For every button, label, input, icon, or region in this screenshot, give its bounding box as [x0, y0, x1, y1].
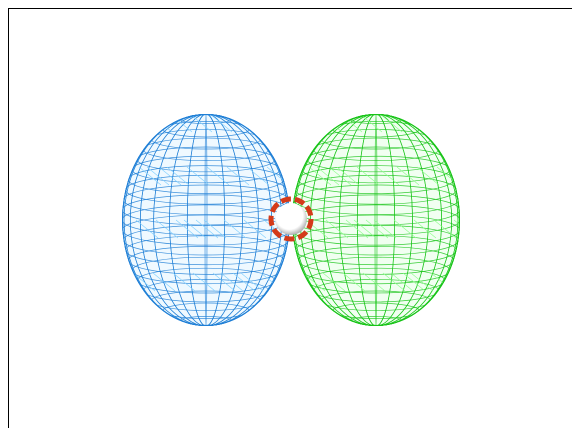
- right-lobe-wireframe: [292, 114, 479, 326]
